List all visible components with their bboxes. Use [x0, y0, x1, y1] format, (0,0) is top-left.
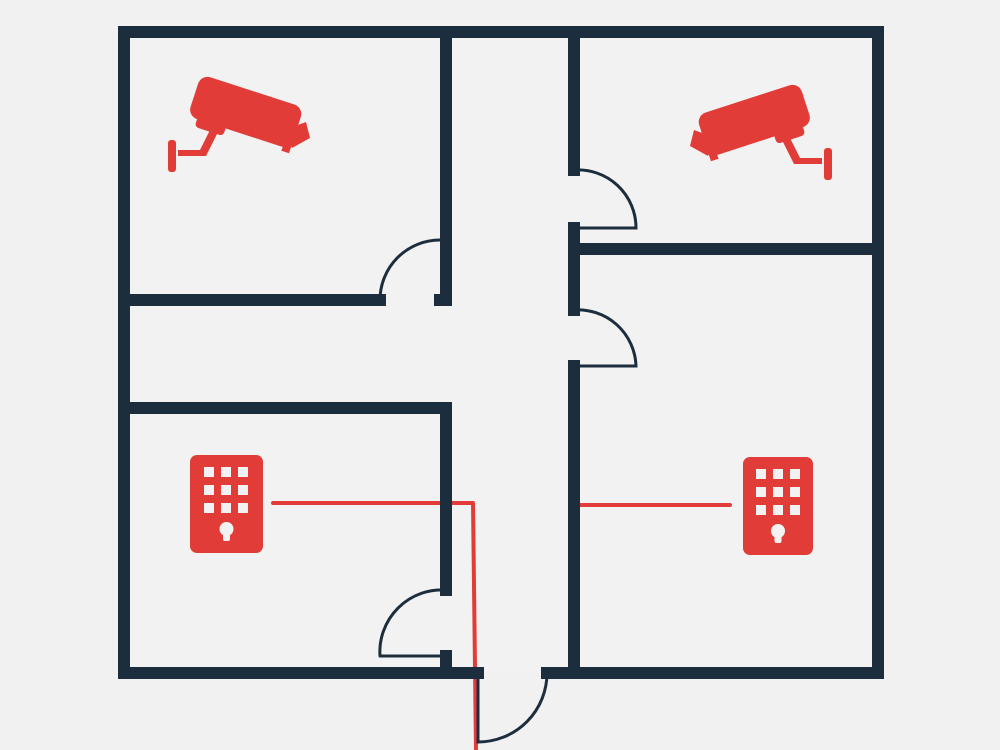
security-camera-icon [168, 76, 310, 172]
access-keypad-icon [743, 457, 813, 555]
door-bottom-left-room [378, 588, 448, 658]
doors [378, 168, 638, 744]
door-top-left-room [378, 238, 448, 302]
access-keypad-icon [190, 455, 263, 553]
walls [118, 26, 884, 679]
door-right-room [572, 308, 638, 368]
door-main-entrance [476, 671, 549, 744]
security-camera-icon [690, 84, 832, 180]
door-top-right-room [572, 168, 638, 230]
